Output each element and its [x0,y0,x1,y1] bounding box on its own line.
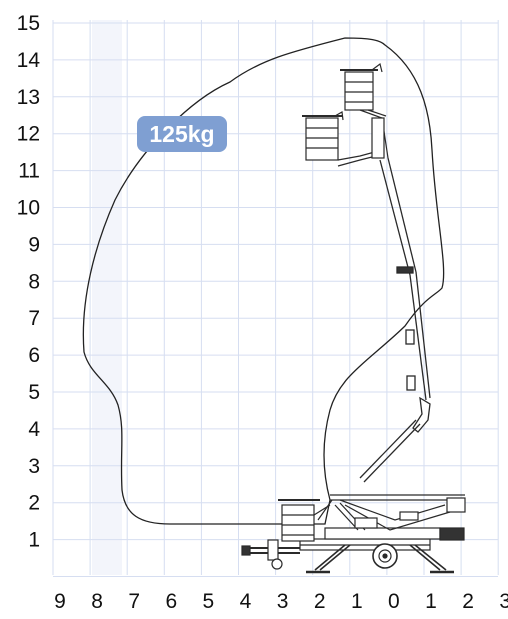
stowed-boom-linkage [330,494,466,531]
y-axis-ticks: 15 14 13 12 11 10 9 8 7 6 5 4 3 2 1 [17,12,41,552]
y-tick-label: 15 [17,12,40,35]
aerial-lift-machine [241,62,466,574]
x-tick-label: 4 [240,590,252,613]
x-tick-label: 1 [351,590,363,613]
x-tick-label: 5 [203,590,215,613]
y-tick-label: 10 [17,197,40,220]
y-tick-label: 3 [28,455,40,478]
raised-basket-lower [302,111,385,167]
load-capacity-badge: 125kg [137,116,227,152]
outriggers [306,544,454,574]
x-tick-label: 8 [91,590,103,613]
chassis [299,527,465,551]
grid [52,20,499,577]
y-tick-label: 1 [28,529,40,552]
y-tick-label: 6 [28,344,40,367]
x-tick-label: 3 [277,590,289,613]
x-tick-label: 3 [499,590,508,613]
y-tick-label: 5 [28,381,40,404]
jockey-wheel [271,558,283,570]
x-tick-label: 7 [128,590,140,613]
x-tick-label: 6 [165,590,177,613]
stowed-basket [278,499,333,542]
y-tick-label: 11 [18,160,40,183]
main-wheel [372,543,398,569]
y-tick-label: 7 [28,307,40,330]
y-tick-label: 13 [17,86,40,109]
x-tick-label: 0 [388,590,400,613]
y-tick-label: 9 [28,233,40,256]
y-tick-label: 4 [28,418,40,441]
x-tick-label: 9 [54,590,66,613]
grid-shade-band [92,20,122,575]
x-axis-ticks: 9 8 7 6 5 4 3 2 1 0 1 2 3 [54,590,508,613]
working-envelope-outline [82,37,445,525]
x-tick-label: 2 [314,590,326,613]
extended-boom [359,157,431,483]
tow-bar [241,539,300,561]
y-tick-label: 12 [17,123,40,146]
x-tick-label: 1 [425,590,437,613]
y-tick-label: 8 [28,270,40,293]
y-tick-label: 2 [28,492,40,515]
x-tick-label: 2 [462,590,474,613]
y-tick-label: 14 [17,49,41,72]
